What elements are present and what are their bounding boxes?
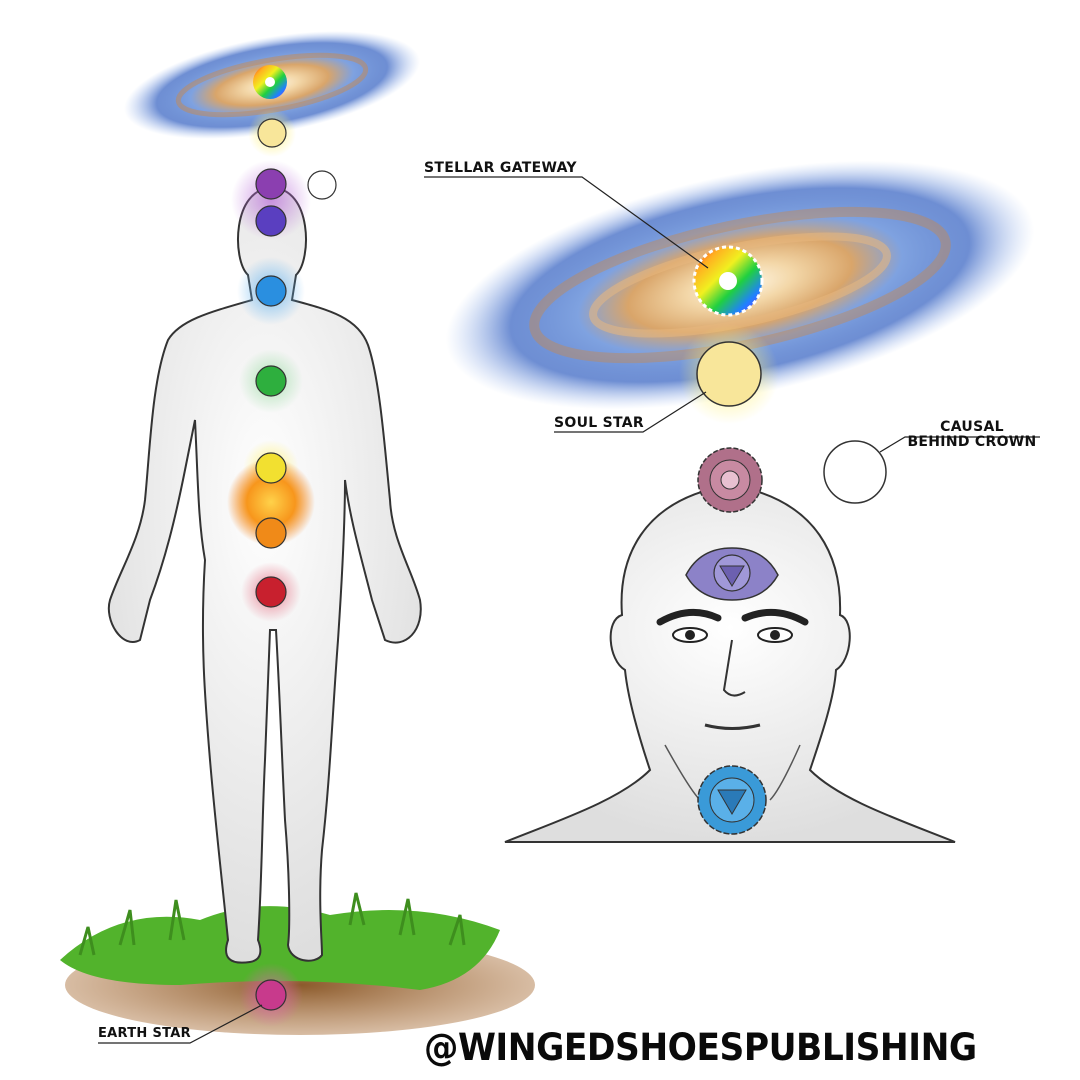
solar-plexus-chakra-icon bbox=[255, 452, 287, 484]
soul-star-leader bbox=[554, 391, 707, 433]
ground bbox=[60, 892, 535, 1035]
right-eye bbox=[757, 627, 793, 643]
third-eye-symbol-icon bbox=[685, 547, 779, 601]
soul-star-large-icon bbox=[679, 324, 779, 424]
soul-star-label: SOUL STAR bbox=[554, 415, 645, 431]
throat-chakra-icon bbox=[255, 275, 287, 307]
throat-lotus-icon bbox=[697, 765, 767, 835]
causal-small-icon bbox=[307, 170, 337, 200]
stellar-gateway-leader bbox=[424, 176, 709, 269]
causal-label-line1: CAUSAL bbox=[940, 419, 1004, 435]
causal-label-line2: BEHIND CROWN bbox=[907, 434, 1037, 451]
stellar-gateway-label: STELLAR GATEWAY bbox=[424, 160, 577, 176]
causal-leader bbox=[879, 436, 1040, 453]
small-galaxy-core-icon bbox=[253, 65, 287, 99]
publisher-handle: @WINGEDSHOESPUBLISHING bbox=[424, 1026, 977, 1069]
earth-star-leader bbox=[98, 1004, 263, 1044]
leader-lines bbox=[98, 176, 1040, 1044]
head-portrait bbox=[504, 483, 956, 843]
small-galaxy bbox=[124, 31, 420, 139]
heart-chakra-icon bbox=[255, 365, 287, 397]
third-eye-chakra-icon bbox=[255, 205, 287, 237]
soul-star-small-icon bbox=[248, 109, 296, 157]
causal-label: CAUSAL BEHIND CROWN bbox=[902, 419, 1042, 451]
body-chakras bbox=[227, 109, 337, 1027]
crown-lotus-icon bbox=[697, 447, 763, 513]
stellar-gateway-icon bbox=[692, 245, 764, 317]
root-chakra-icon bbox=[255, 576, 287, 608]
sacral-chakra-icon bbox=[255, 517, 287, 549]
earth-star-label: EARTH STAR bbox=[98, 1026, 191, 1041]
causal-large-icon bbox=[823, 440, 887, 504]
crown-chakra-icon bbox=[255, 168, 287, 200]
large-galaxy bbox=[445, 160, 1035, 410]
earth-star-chakra-icon bbox=[255, 979, 287, 1011]
left-eye bbox=[672, 627, 708, 643]
